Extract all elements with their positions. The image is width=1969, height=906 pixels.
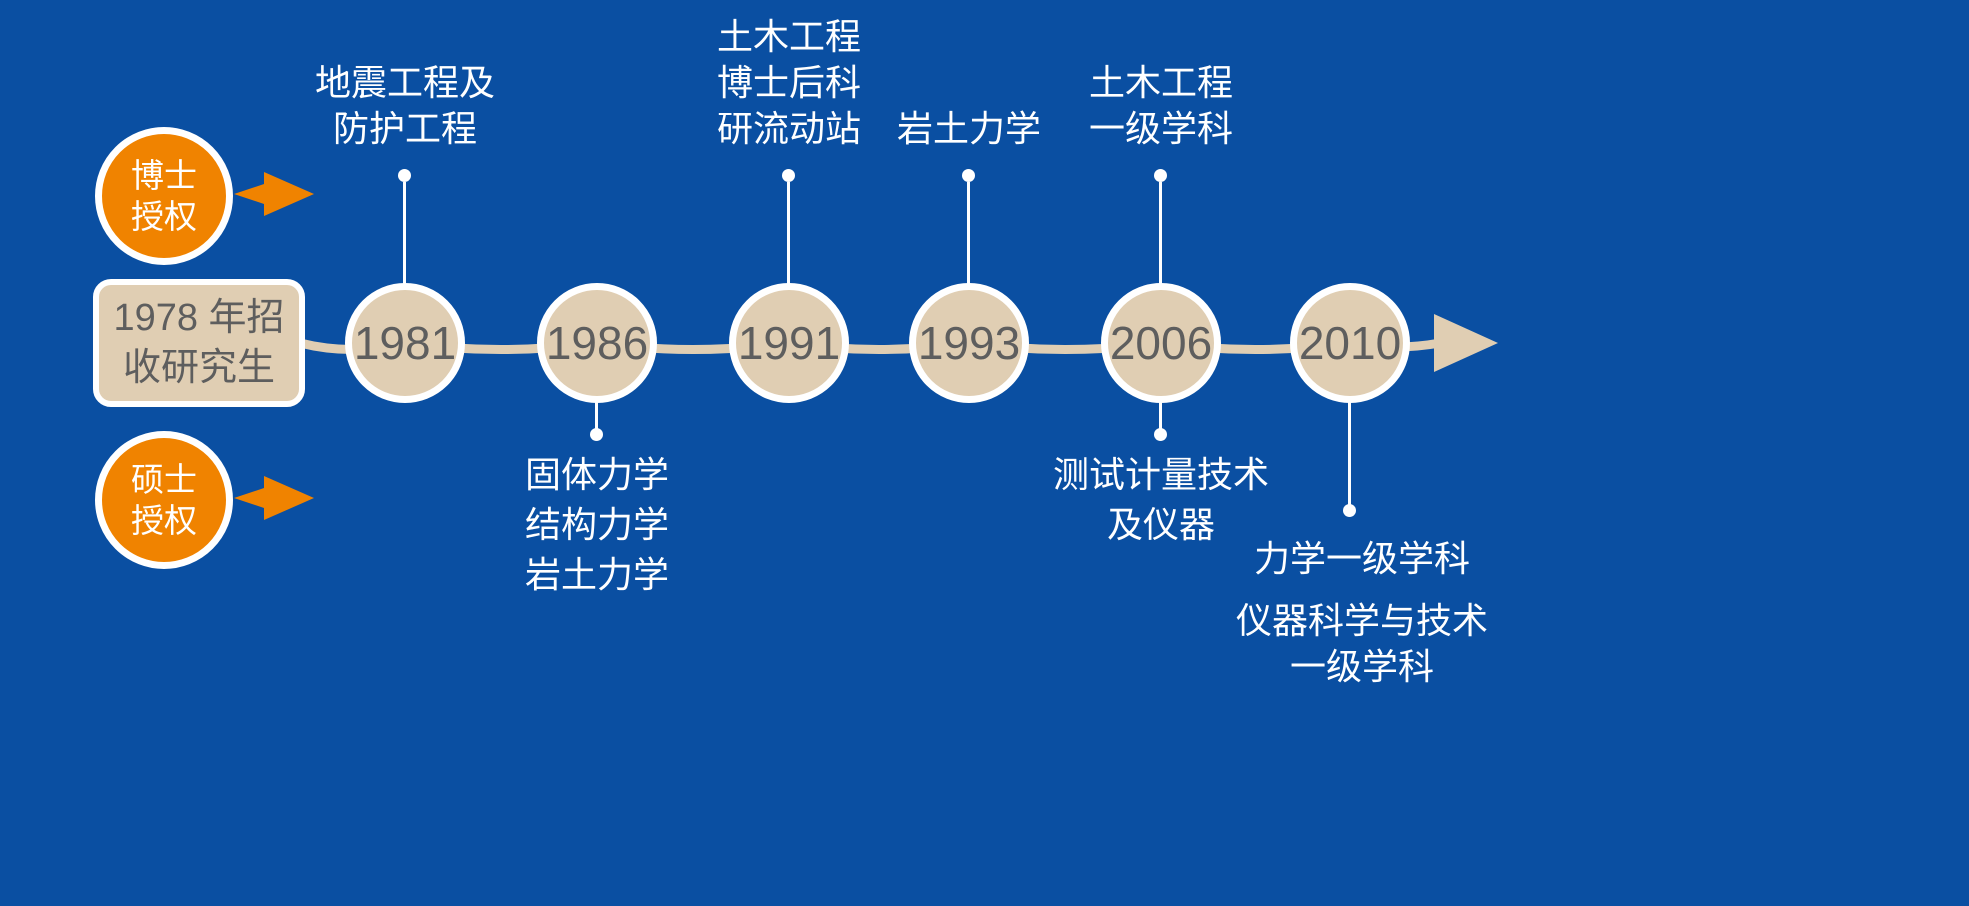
year-text: 2006 [1109, 317, 1213, 369]
doctoral-badge-line1: 博士 [131, 157, 197, 194]
start-year-line2: 收研究生 [122, 347, 275, 389]
year-text: 1991 [737, 317, 841, 369]
year-text: 1993 [917, 317, 1021, 369]
start-year-line1: 1978 年招 [113, 297, 285, 339]
connector-line [403, 182, 406, 288]
label-line: 土木工程 [716, 16, 862, 57]
start-year-box: 1978 年招 收研究生 [93, 279, 305, 407]
doctoral-badge-line2: 授权 [131, 198, 197, 235]
connector-dot [1154, 428, 1167, 441]
year-text: 2010 [1298, 317, 1402, 369]
year-circle: 1981 [345, 283, 465, 403]
label-line: 力学一级学科 [1253, 538, 1471, 579]
label-line: 地震工程及 [314, 62, 496, 103]
connector-dot [962, 169, 975, 182]
label-line: 固体力学 [524, 454, 670, 495]
connector-line [1159, 182, 1162, 288]
label-line: 一级学科 [1289, 646, 1435, 687]
event-label-below-group2: 仪器科学与技术 一级学科 [1236, 598, 1488, 690]
master-arrow-icon [234, 476, 314, 520]
timeline-arrowhead-icon [1434, 314, 1498, 372]
event-label-below: 固体力学 结构力学 岩土力学 [525, 450, 669, 600]
event-label-above: 土木工程 博士后科 研流动站 [717, 14, 861, 152]
master-badge-line1: 硕士 [131, 461, 197, 498]
label-line: 岩土力学 [896, 108, 1042, 149]
label-line: 博士后科 [716, 62, 862, 103]
label-line: 土木工程 [1088, 62, 1234, 103]
event-label-below: 测试计量技术 及仪器 [1053, 450, 1269, 550]
connector-dot [1154, 169, 1167, 182]
year-circle: 1986 [537, 283, 657, 403]
year-text: 1986 [545, 317, 649, 369]
year-circle: 1991 [729, 283, 849, 403]
doctoral-arrow-icon [234, 172, 314, 216]
label-line: 结构力学 [524, 504, 670, 545]
connector-line [787, 182, 790, 288]
year-circle: 2006 [1101, 283, 1221, 403]
master-badge-line2: 授权 [131, 502, 197, 539]
event-label-above: 岩土力学 [897, 106, 1041, 152]
connector-line [967, 182, 970, 288]
connector-dot [398, 169, 411, 182]
master-badge: 硕士 授权 [95, 431, 233, 569]
event-label-above: 土木工程 一级学科 [1089, 60, 1233, 152]
label-line: 防护工程 [332, 108, 478, 149]
event-label-below-group1: 力学一级学科 [1254, 534, 1470, 584]
year-circle: 1993 [909, 283, 1029, 403]
event-label-above: 地震工程及 防护工程 [315, 60, 495, 152]
timeline-line [295, 338, 1445, 354]
year-text: 1981 [353, 317, 457, 369]
label-line: 仪器科学与技术 [1235, 600, 1489, 641]
label-line: 一级学科 [1088, 108, 1234, 149]
label-line: 及仪器 [1106, 504, 1216, 545]
connector-line [595, 398, 598, 430]
connector-line [1348, 398, 1351, 506]
doctoral-badge: 博士 授权 [95, 127, 233, 265]
connector-dot [782, 169, 795, 182]
connector-dot [1343, 504, 1356, 517]
label-line: 测试计量技术 [1052, 454, 1270, 495]
connector-dot [590, 428, 603, 441]
label-line: 研流动站 [716, 108, 862, 149]
year-circle: 2010 [1290, 283, 1410, 403]
connector-line [1159, 398, 1162, 430]
label-line: 岩土力学 [524, 554, 670, 595]
